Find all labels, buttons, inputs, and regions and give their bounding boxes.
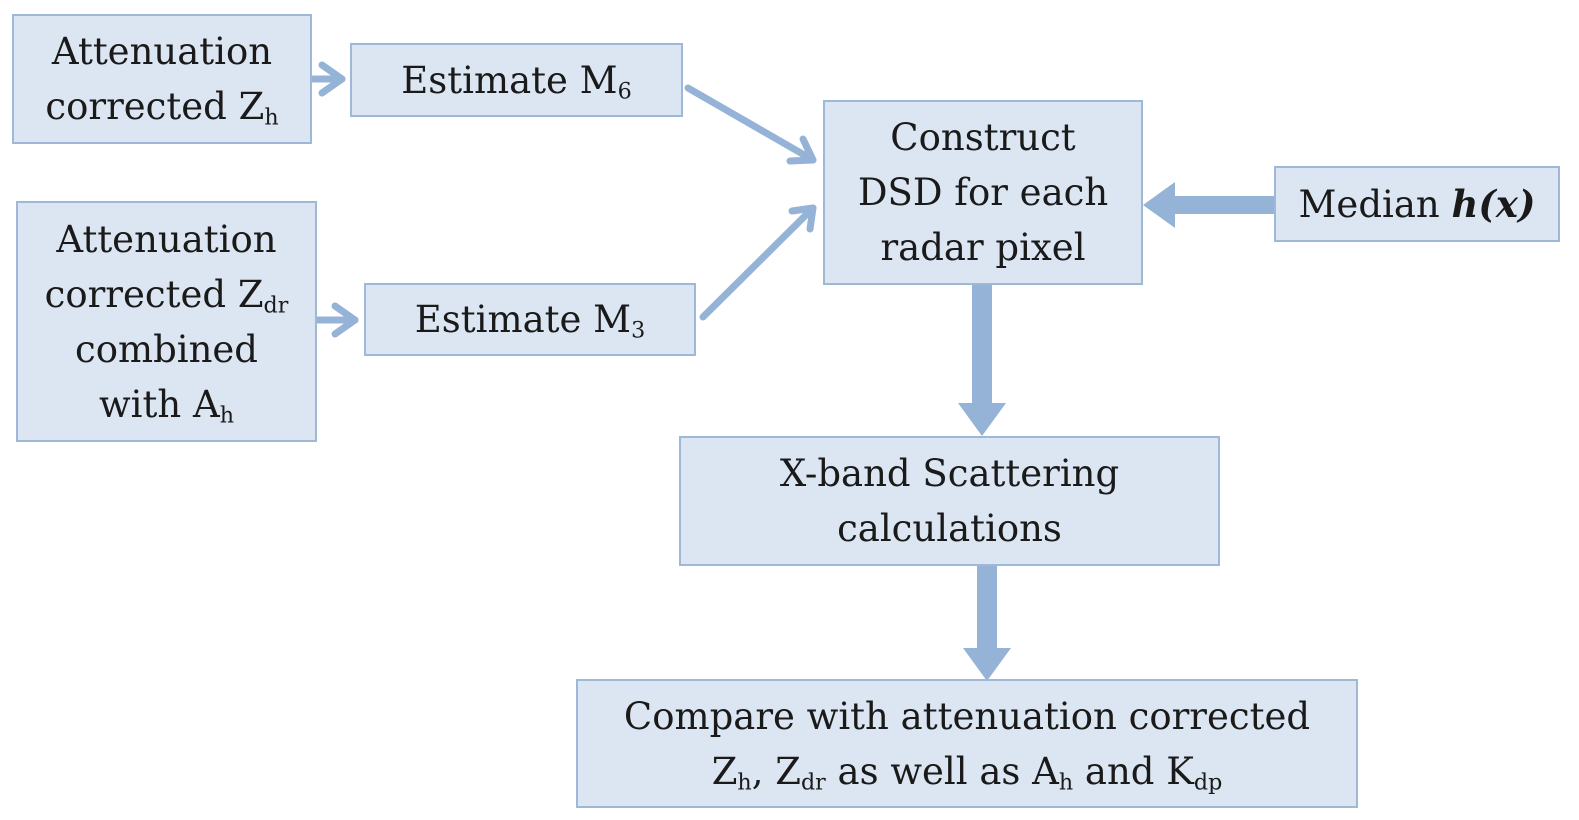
node-label-text: Z	[711, 749, 738, 793]
edge-att-zdr-to-est-m3	[314, 302, 359, 338]
node-estimate-m6: Estimate M6	[350, 43, 683, 117]
node-label-line: combined	[74, 327, 258, 371]
subscript: h	[737, 769, 752, 796]
node-label-italic: h(x)	[1451, 181, 1536, 226]
node-label-text: corrected Z	[44, 272, 264, 316]
subscript: h	[264, 104, 279, 131]
node-label-line: DSD for each	[857, 171, 1109, 214]
node-label-text: as well as A	[825, 749, 1059, 793]
node-label-line: Zh, Zdr as well as Ah and Kdp	[712, 744, 1223, 799]
node-label-line: X-band Scattering	[779, 452, 1120, 495]
node-label-text: , Z	[751, 749, 801, 793]
subscript: h	[1058, 769, 1074, 796]
subscript: 6	[617, 78, 632, 105]
node-label-line: corrected Zdr	[45, 267, 289, 322]
node-label-text: corrected Z	[45, 85, 265, 128]
edge-construct-to-xband	[958, 285, 1006, 436]
edge-att-zh-to-est-m6	[309, 61, 346, 97]
node-construct-dsd: Construct DSD for each radar pixel	[823, 100, 1143, 285]
node-median-hx: Median h(x)	[1274, 166, 1560, 242]
node-label-text: Median	[1298, 182, 1452, 226]
node-label-line: with Ah	[99, 377, 234, 432]
node-label-text: and K	[1073, 749, 1194, 793]
node-label-line: radar pixel	[880, 226, 1086, 269]
edge-est-m6-to-construct	[684, 84, 817, 165]
node-label-line: corrected Zh	[45, 79, 278, 134]
edge-median-to-construct	[1143, 182, 1275, 228]
node-label-line: Estimate M6	[401, 53, 631, 108]
subscript: dr	[800, 769, 826, 796]
edge-xband-to-compare	[963, 566, 1011, 681]
node-label-line: Attenuation	[51, 30, 273, 73]
node-label-line: Estimate M3	[415, 292, 645, 347]
node-compare: Compare with attenuation corrected Zh, Z…	[576, 679, 1358, 808]
node-estimate-m3: Estimate M3	[364, 283, 696, 356]
node-attenuation-corrected-zh: Attenuation corrected Zh	[12, 14, 312, 144]
node-label-line: Compare with attenuation corrected	[623, 694, 1311, 738]
edge-est-m3-to-construct	[699, 204, 817, 321]
node-label-text: Estimate M	[401, 58, 618, 102]
node-label-line: Median h(x)	[1299, 177, 1536, 232]
subscript: h	[219, 402, 234, 429]
node-attenuation-corrected-zdr: Attenuation corrected Zdr combined with …	[16, 201, 317, 442]
node-label-text: with A	[99, 382, 220, 426]
node-xband-scattering: X-band Scattering calculations	[679, 436, 1220, 566]
node-label-line: calculations	[837, 507, 1062, 550]
subscript: 3	[631, 317, 646, 344]
subscript: dr	[263, 292, 289, 319]
subscript: dp	[1193, 769, 1223, 796]
node-label-text: Estimate M	[414, 298, 632, 341]
node-label-line: Attenuation	[56, 217, 277, 261]
node-label-line: Construct	[890, 116, 1076, 159]
